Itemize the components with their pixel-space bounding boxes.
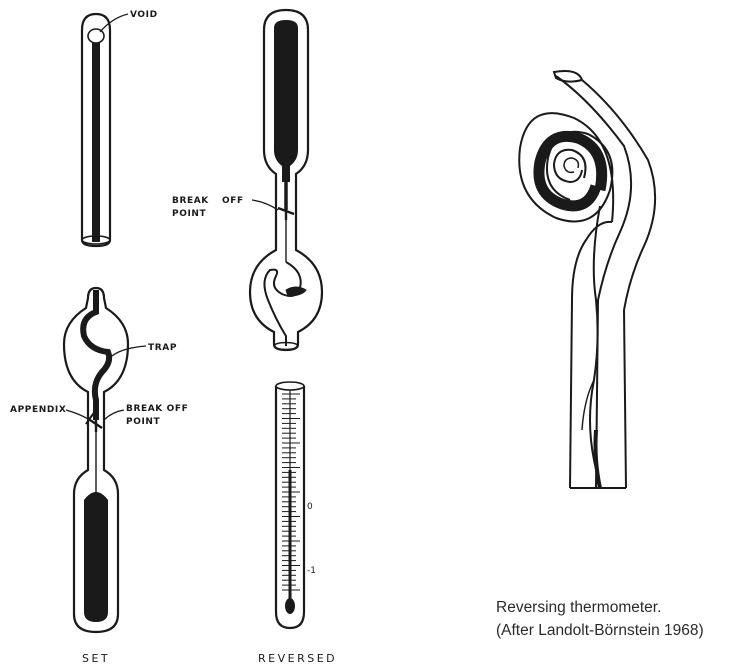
set-thermometer-bottom: [64, 288, 146, 632]
coil-stem-link: [572, 222, 612, 300]
coiled-thermometer: [519, 71, 655, 488]
figure-caption: Reversing thermometer. (After Landolt-Bö…: [496, 596, 704, 642]
point-label-lower: POINT: [126, 417, 161, 427]
set-bulb-mercury: [84, 492, 108, 622]
coil-inner-spiral: [554, 150, 586, 182]
reversed-thermometer-scale: [276, 382, 304, 628]
break-off-leader-line-upper: [252, 200, 278, 210]
void-label: VOID: [130, 10, 158, 20]
set-thermometer-top: [82, 14, 128, 246]
break-off-label-lower: BREAK OFF: [126, 404, 188, 414]
scale-reservoir-drop: [285, 598, 295, 614]
coil-black-band: [539, 136, 602, 205]
set-top-mercury-column: [92, 42, 100, 242]
trap-label: TRAP: [148, 343, 177, 353]
appendix-leader-line: [66, 410, 90, 420]
figure-caption-line-1: Reversing thermometer.: [496, 596, 704, 619]
break-label-upper: BREAK: [172, 196, 209, 206]
figure-caption-line-2: (After Landolt-Börnstein 1968): [496, 619, 704, 642]
appendix-label: APPENDIX: [10, 405, 66, 415]
scale-minus-one-label: -1: [307, 566, 316, 576]
set-caption: SET: [82, 652, 110, 665]
coil-stem-left-edge: [570, 300, 572, 488]
reversed-caption: REVERSED: [258, 652, 337, 665]
scale-tube-cut: [276, 382, 304, 390]
off-label-upper: OFF: [222, 196, 244, 206]
coil-entry-tube: [554, 71, 582, 82]
scale-zero-label: 0: [307, 502, 313, 512]
reversed-thermometer-top: [250, 10, 322, 350]
break-off-leader-line-lower: [104, 410, 124, 420]
reversed-bulb-mercury: [274, 20, 298, 182]
point-label-upper: POINT: [172, 209, 207, 219]
coil-white-gap: [564, 158, 578, 172]
